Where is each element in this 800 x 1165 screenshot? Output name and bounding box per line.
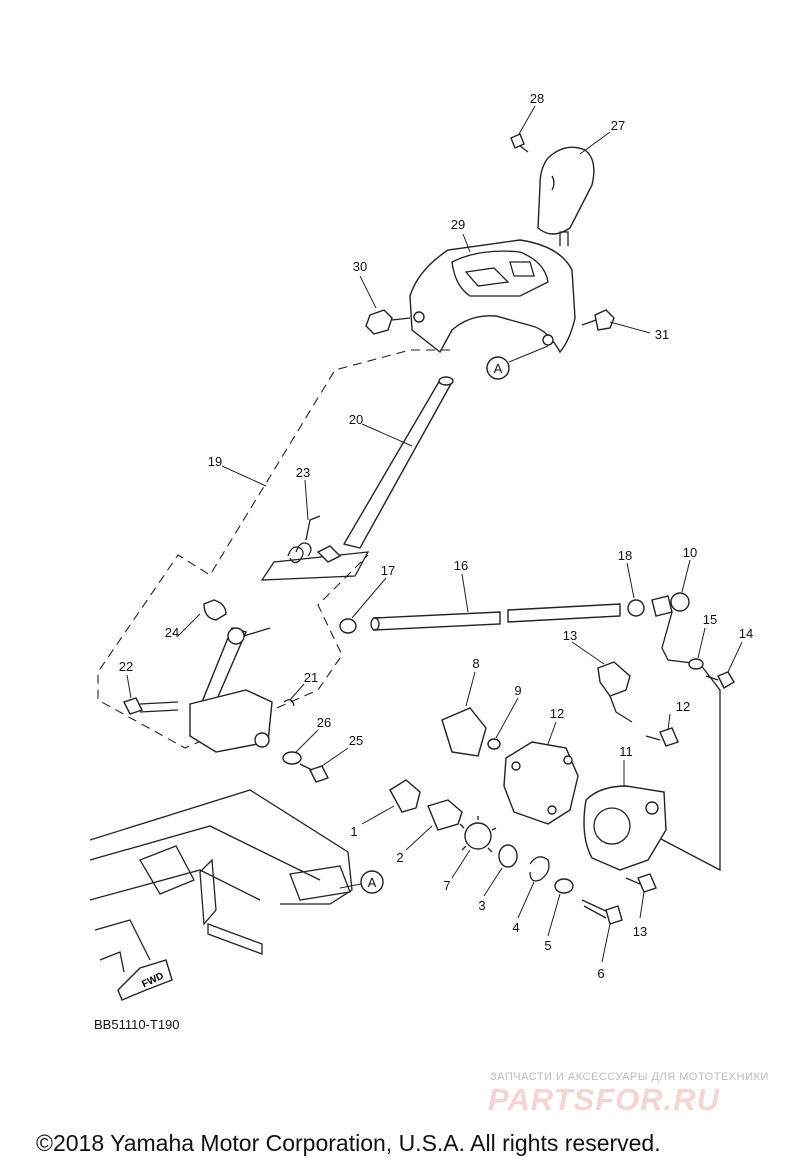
callout-10: 10 [683, 545, 697, 560]
callout-13-lower: 13 [633, 924, 647, 939]
callout-12: 12 [550, 706, 564, 721]
return-spring [287, 515, 321, 564]
frame-section [89, 789, 353, 973]
callout-16: 15 [703, 612, 717, 627]
callout-22: 21 [304, 670, 318, 685]
callout-23: 22 [119, 659, 133, 674]
rod-end [639, 592, 721, 872]
callout-7: 7 [443, 878, 450, 893]
assembly-outline [97, 349, 450, 749]
callout-25: 24 [165, 625, 179, 640]
callout-21: 20 [349, 412, 363, 427]
bolt-15 [705, 671, 735, 689]
callout-labels: 28 27 29 30 31 20 19 23 16 17 18 10 15 1… [119, 91, 753, 981]
watermark-subtitle: ЗАПЧАСТИ И АКСЕССУАРЫ ДЛЯ МОТОТЕХНИКИ [490, 1071, 769, 1083]
washer-27 [282, 751, 302, 765]
callout-20: 19 [208, 454, 222, 469]
washer-5 [554, 878, 574, 894]
bolt-13-lower [625, 873, 657, 893]
copyright-notice: ©2018 Yamaha Motor Corporation, U.S.A. A… [36, 1130, 661, 1156]
callout-29: 28 [530, 91, 544, 106]
linkage-arm [189, 627, 273, 753]
callout-31-left: 30 [353, 259, 367, 274]
washer-3 [498, 844, 518, 868]
cover-bolt-right [581, 309, 615, 331]
diagram-code: BB51110-T190 [94, 1017, 180, 1032]
gear-8 [441, 707, 487, 757]
callout-30: 29 [451, 217, 465, 232]
bolt-13-upper [645, 727, 679, 747]
callout-13-upper: 12 [676, 699, 690, 714]
ref-marker-a-top: A [486, 345, 549, 380]
callout-3: 3 [478, 898, 485, 913]
fwd-arrow: FWD [117, 959, 173, 1001]
bushing-25 [203, 599, 227, 621]
callout-1: 1 [350, 824, 357, 839]
callout-28: 27 [611, 118, 625, 133]
callout-27: 26 [317, 715, 331, 730]
callout-31-right: 31 [655, 327, 669, 342]
gasket-12 [503, 741, 579, 825]
callout-26: 25 [349, 733, 363, 748]
callout-15: 14 [739, 626, 753, 641]
gear-7 [459, 816, 497, 853]
callout-6: 6 [597, 966, 604, 981]
callout-5: 5 [544, 938, 551, 953]
watermark-logo: PARTSFOR.RU [488, 1082, 721, 1117]
bolt-26 [299, 763, 329, 783]
callout-14: 13 [563, 628, 577, 643]
collar-2 [427, 799, 463, 831]
callout-19: 18 [618, 548, 632, 563]
bolt-23 [123, 697, 179, 715]
callout-4: 4 [512, 920, 519, 935]
cross-shaft [370, 603, 621, 631]
callout-24: 23 [296, 465, 310, 480]
ref-marker-a-bottom: A [339, 870, 384, 894]
callout-11: 11 [619, 744, 633, 759]
cam-1 [389, 779, 421, 813]
bolt-6 [581, 899, 623, 925]
callout-18: 17 [381, 563, 395, 578]
callout-9: 9 [514, 683, 521, 698]
washer-16 [688, 658, 704, 670]
svg-text:A: A [368, 875, 377, 890]
leader-lines [126, 105, 743, 963]
svg-text:A: A [494, 361, 503, 376]
knob-bolt [510, 133, 529, 153]
shift-lever [260, 376, 454, 581]
cover-11 [583, 785, 667, 871]
callout-17: 16 [454, 558, 468, 573]
shaft-washer [339, 618, 357, 634]
callout-8: 8 [472, 656, 479, 671]
bracket-14 [597, 661, 633, 723]
cover-bolt-left [365, 309, 411, 335]
shift-cover [409, 239, 576, 354]
oring-9 [487, 738, 501, 750]
callout-2: 2 [396, 850, 403, 865]
spring-4 [529, 856, 550, 882]
shaft-collar [627, 599, 645, 617]
shift-knob [537, 146, 595, 246]
